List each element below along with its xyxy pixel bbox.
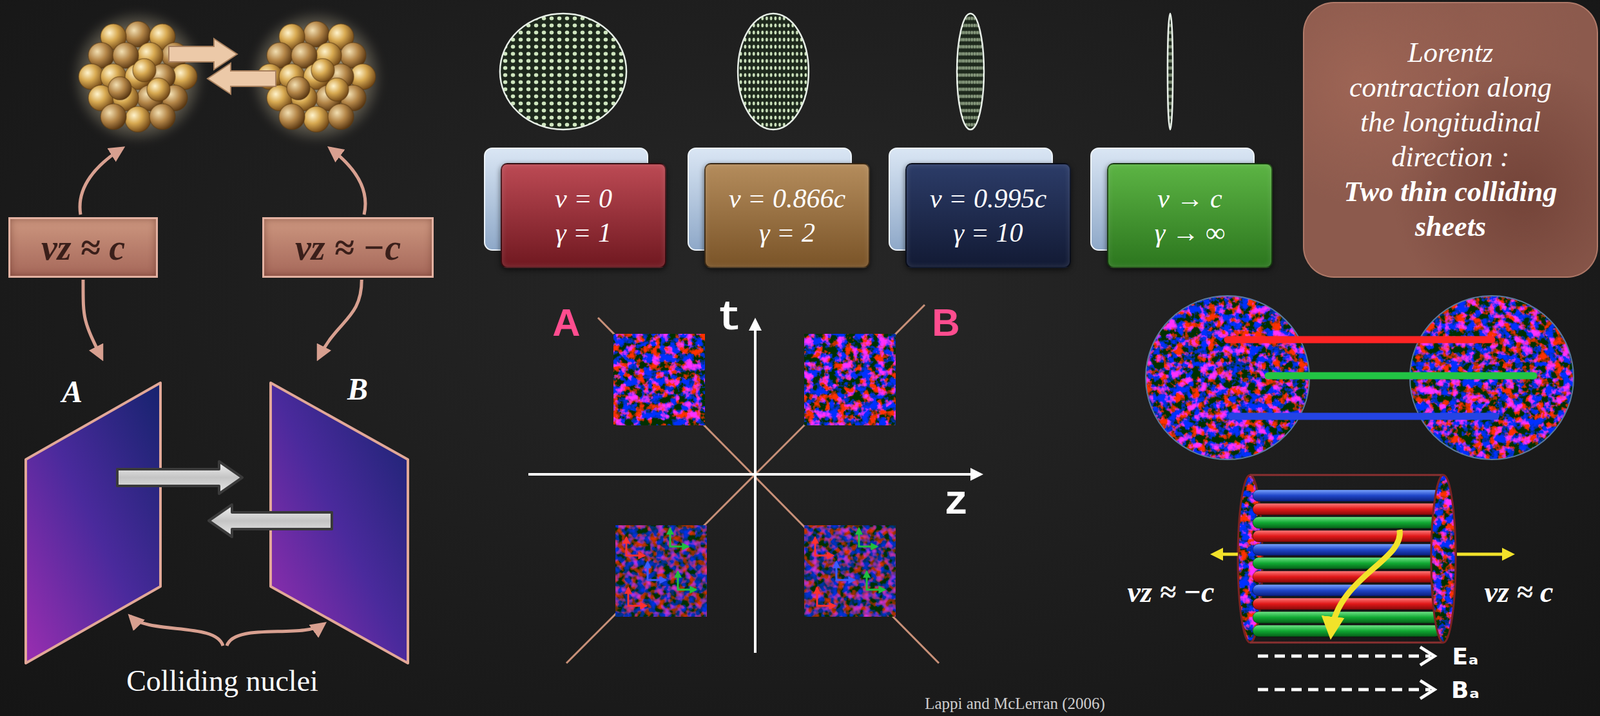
color-field xyxy=(1431,474,1456,643)
speed-box: v = 0γ = 1 xyxy=(500,163,667,269)
pointer-arrow xyxy=(329,148,366,215)
axis-label: z xyxy=(944,479,969,526)
connector-arrow xyxy=(83,279,102,359)
nucleus-disc xyxy=(500,13,627,130)
motion-arrow xyxy=(207,63,276,95)
field-arrows xyxy=(626,528,885,606)
sheet-label: B xyxy=(347,372,368,407)
motion-arrow xyxy=(117,461,243,494)
sheet-shape xyxy=(25,382,161,664)
node-text: v = 0.866c xyxy=(728,181,846,216)
flux-tubes xyxy=(1252,489,1441,637)
speed-box: v = 0.866cγ = 2 xyxy=(704,163,870,269)
connector-arrow xyxy=(318,279,362,359)
pointer-arrow xyxy=(79,148,123,215)
color-field xyxy=(613,333,705,426)
motion-arrow xyxy=(208,504,332,537)
field-arrowhead xyxy=(1420,646,1435,666)
axis-label: t xyxy=(717,295,742,342)
sheet-outline xyxy=(270,360,408,664)
light-cone xyxy=(566,304,925,664)
node-text: γ = 10 xyxy=(953,215,1024,251)
nucleus-label: A xyxy=(552,300,580,345)
node-text: Lorentz contraction along the longitudin… xyxy=(1340,35,1561,175)
flux-line xyxy=(1231,413,1496,421)
sheet-outline xyxy=(25,360,161,664)
field-arrow xyxy=(1257,688,1431,692)
velocity-label: vz ≈ c xyxy=(1484,574,1554,609)
sheet-end xyxy=(1431,474,1456,643)
tube-outline xyxy=(1250,474,1444,477)
node-text: v = 0.995c xyxy=(929,181,1047,216)
nucleus-label: B xyxy=(931,300,960,345)
nucleus xyxy=(70,9,205,144)
motion-arrow xyxy=(1456,552,1512,557)
node-text: v → c xyxy=(1157,181,1222,216)
nucleus-sheet: A xyxy=(25,360,161,664)
velocity-box: vz ≈ c xyxy=(8,217,158,278)
velocity-box: vz ≈ −c xyxy=(262,217,434,278)
field-arrow xyxy=(1257,654,1431,658)
speed-box: v = 0.995cγ = 10 xyxy=(905,163,1071,269)
node-text: γ = 1 xyxy=(555,215,612,251)
node-text: γ → ∞ xyxy=(1154,215,1226,251)
callout-box: Lorentz contraction along the longitudin… xyxy=(1302,1,1599,278)
field-arrowhead xyxy=(1420,680,1435,699)
nucleus-disc xyxy=(1167,13,1173,130)
sheet-label: A xyxy=(61,375,83,410)
color-field xyxy=(615,525,707,617)
citation: Lappi and McLerran (2006) xyxy=(924,694,1106,713)
node-text: Two thin colliding sheets xyxy=(1340,174,1561,245)
velocity-label: vz ≈ −c xyxy=(1127,574,1215,609)
flux-line xyxy=(1268,372,1534,380)
field-label: Eₐ xyxy=(1451,643,1479,670)
color-field xyxy=(804,525,896,617)
node-text: v = 0 xyxy=(554,181,613,216)
flux-line xyxy=(1227,336,1492,344)
field-label: Bₐ xyxy=(1451,676,1480,704)
tube-outline xyxy=(1250,641,1444,644)
t-axis xyxy=(753,320,757,653)
node-text: vz ≈ −c xyxy=(295,226,401,269)
pointer-arrow xyxy=(130,616,223,646)
nucleus-disc xyxy=(737,13,809,130)
nucleus-sheet: B xyxy=(270,360,408,664)
node-text: γ = 2 xyxy=(759,215,816,251)
caption-label: Colliding nuclei xyxy=(126,663,319,698)
pointer-arrow xyxy=(226,623,325,646)
motion-arrow xyxy=(1214,552,1238,557)
color-field xyxy=(804,333,896,426)
node-text: vz ≈ c xyxy=(41,226,126,269)
speed-box: v → cγ → ∞ xyxy=(1107,163,1273,269)
field-arrow xyxy=(1331,529,1400,633)
nucleus-disc xyxy=(956,13,984,130)
light-cone xyxy=(597,317,939,664)
